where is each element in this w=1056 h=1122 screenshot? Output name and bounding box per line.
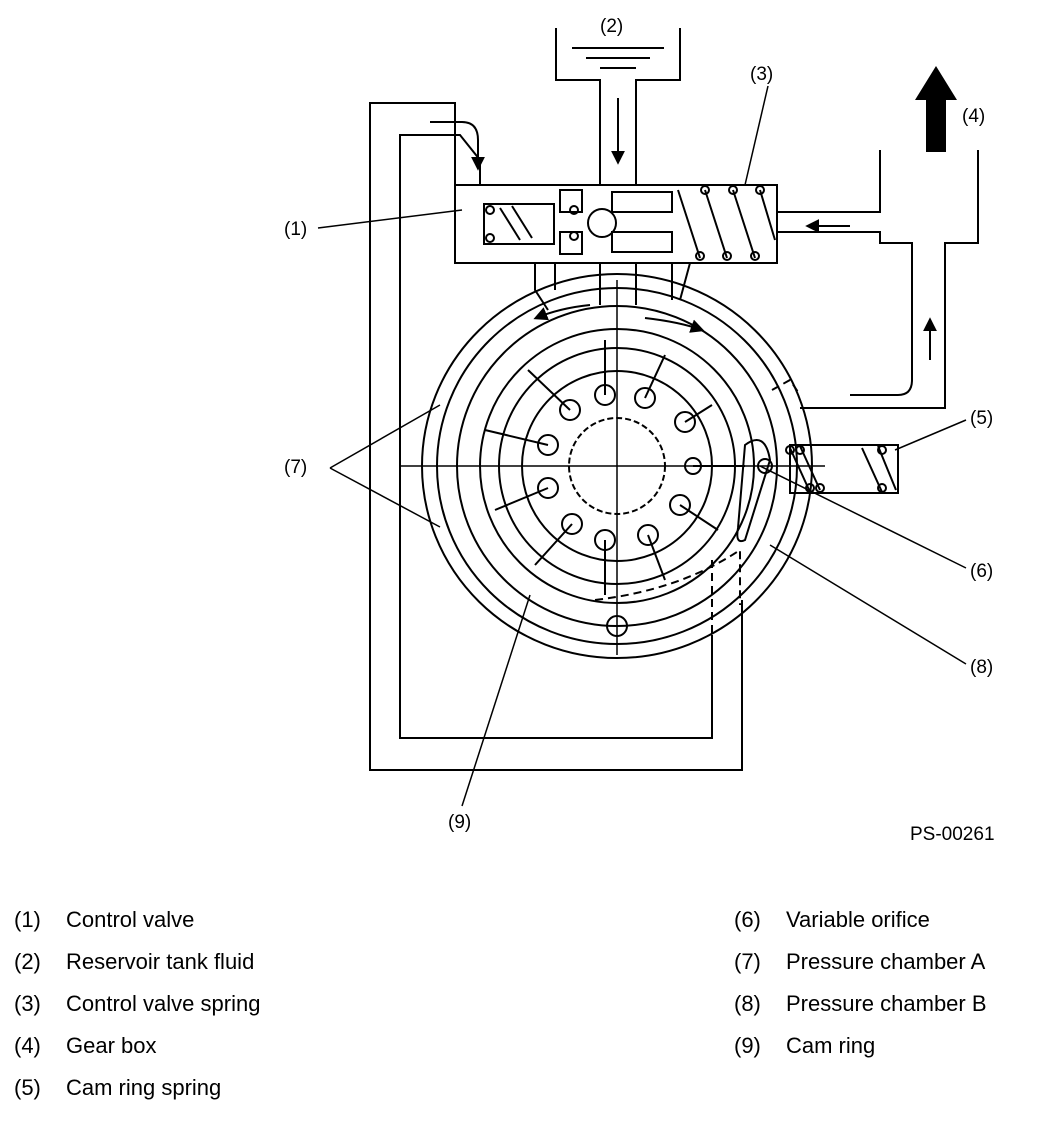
legend-label: Control valve <box>66 907 195 932</box>
outlet-passage <box>777 150 979 409</box>
legend-number: (3) <box>14 991 41 1016</box>
legend-label: Pressure chamber B <box>786 991 987 1016</box>
legend-number: (7) <box>734 949 761 974</box>
callout-2: (2) <box>600 16 623 37</box>
legend-label: Cam ring <box>786 1033 876 1058</box>
reservoir-tank <box>555 28 681 185</box>
legend-number: (8) <box>734 991 761 1016</box>
legend-number: (1) <box>14 907 41 932</box>
callout-7: (7) <box>284 457 307 478</box>
callout-1: (1) <box>284 219 307 240</box>
callout-5: (5) <box>970 408 993 429</box>
legend-label: Cam ring spring <box>66 1075 222 1100</box>
legend-label: Pressure chamber A <box>786 949 986 974</box>
callout-8: (8) <box>970 657 993 678</box>
callout-9: (9) <box>448 812 471 833</box>
callout-6: (6) <box>970 561 993 582</box>
legend-label: Variable orifice <box>786 907 930 932</box>
legend-number: (2) <box>14 949 41 974</box>
vanes <box>484 340 745 595</box>
figure-id: PS-00261 <box>910 824 995 845</box>
control-valve <box>454 184 778 264</box>
cam-ring-spring <box>785 444 899 494</box>
variable-orifice <box>736 439 772 543</box>
legend-number: (4) <box>14 1033 41 1058</box>
return-passage-outer <box>369 102 743 771</box>
legend-label: Reservoir tank fluid <box>66 949 255 974</box>
legend-number: (9) <box>734 1033 761 1058</box>
control-valve-spring <box>677 185 776 261</box>
callout-3: (3) <box>750 64 773 85</box>
callout-4: (4) <box>962 106 985 127</box>
power-steering-pump-diagram: (1) (2) (3) (4) (5) (6) (7) (8) (9) PS-0… <box>284 16 995 845</box>
legend-label: Control valve spring <box>66 991 261 1016</box>
legend-number: (5) <box>14 1075 41 1100</box>
legend-label: Gear box <box>66 1033 157 1058</box>
legend-number: (6) <box>734 907 761 932</box>
gear-box-arrow <box>915 66 957 152</box>
